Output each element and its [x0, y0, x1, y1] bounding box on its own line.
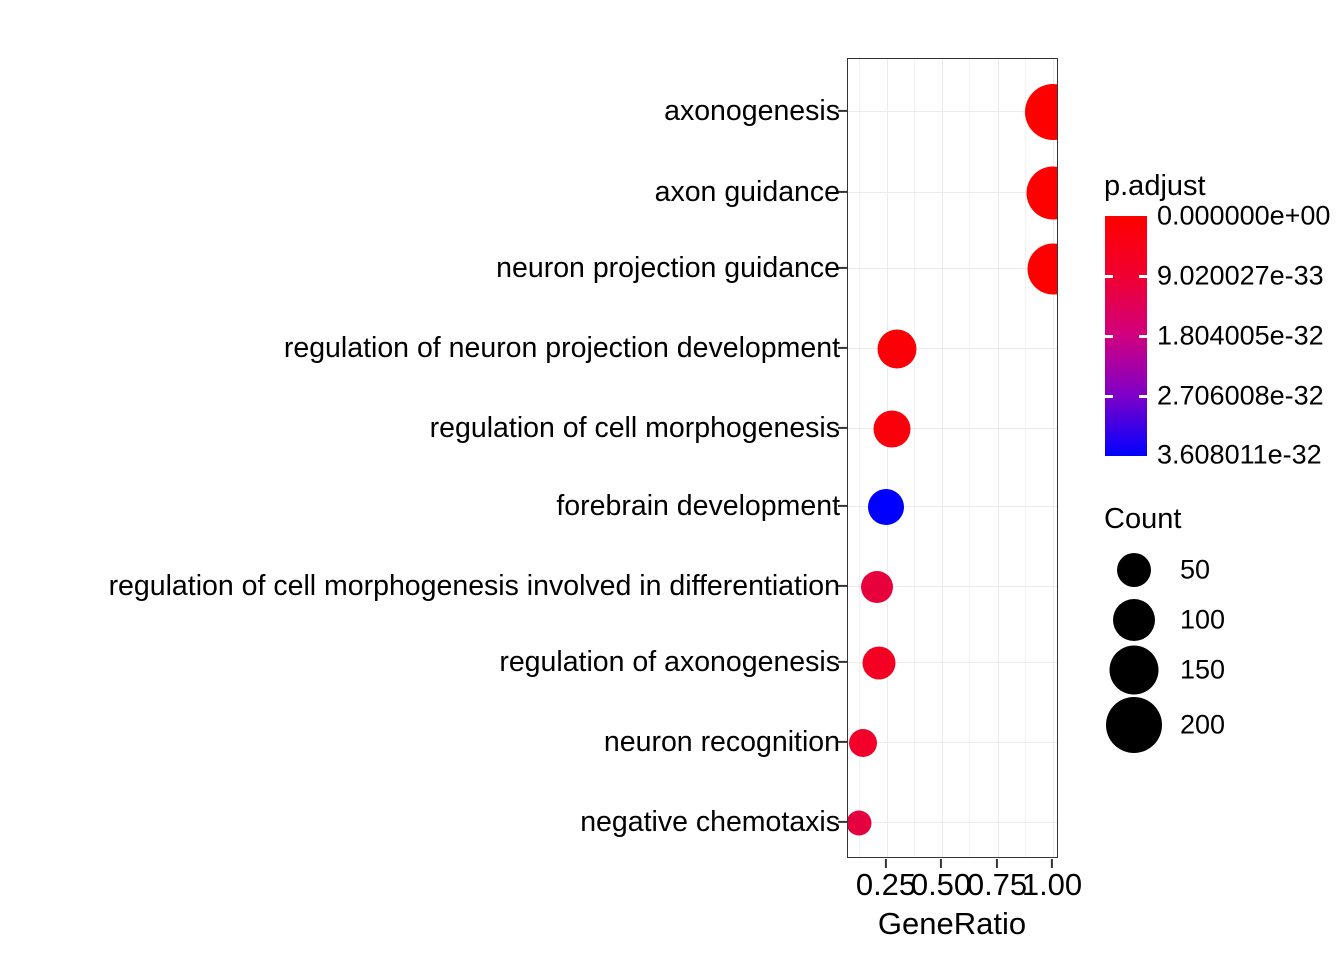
data-point[interactable] [1025, 84, 1057, 140]
gridline-vertical-minor [914, 59, 916, 857]
gridline-horizontal [848, 192, 1057, 194]
data-point[interactable] [861, 571, 893, 603]
y-axis-tick [838, 740, 847, 744]
colorbar-tick [1139, 275, 1147, 278]
y-axis-label-forebrain-development: forebrain development [556, 490, 840, 522]
x-axis-ticklabel-025: 0.25 [855, 867, 917, 902]
x-axis-tick [1050, 859, 1054, 868]
y-axis-tick [838, 426, 847, 430]
y-axis-label-axonogenesis: axonogenesis [664, 95, 840, 127]
y-axis-label-negative-chemotaxis: negative chemotaxis [580, 806, 840, 838]
gridline-vertical-minor [969, 59, 971, 857]
x-axis-ticklabel-100: 1.00 [1021, 867, 1083, 902]
colorbar-label-1: 9.020027e-33 [1157, 260, 1324, 291]
y-axis-tick [838, 584, 847, 588]
gridline-vertical-major [886, 59, 888, 857]
gridline-vertical-major [1052, 59, 1054, 857]
gridline-horizontal [848, 428, 1057, 430]
gridline-horizontal [848, 268, 1057, 270]
size-key-100 [1113, 599, 1155, 641]
gridline-vertical-minor [1025, 59, 1027, 857]
gridline-horizontal [848, 586, 1057, 588]
colorbar-label-2: 1.804005e-32 [1157, 320, 1324, 351]
x-axis-tick [995, 859, 999, 868]
data-point[interactable] [873, 410, 911, 448]
data-point[interactable] [1027, 243, 1057, 295]
size-key-50 [1117, 553, 1151, 587]
colorbar-tick [1105, 275, 1113, 278]
y-axis-label-regulation-axonogenesis: regulation of axonogenesis [499, 646, 840, 678]
x-axis-tick [884, 859, 888, 868]
size-key-200 [1106, 697, 1162, 753]
data-point[interactable] [848, 810, 872, 836]
y-axis-tick [838, 346, 847, 350]
x-axis-tick [939, 859, 943, 868]
data-point[interactable] [877, 329, 917, 369]
y-axis-label-neuron-projection-guidance: neuron projection guidance [496, 252, 840, 284]
colorbar-label-0: 0.000000e+00 [1157, 200, 1331, 231]
y-axis-label-regulation-neuron-projection-development: regulation of neuron projection developm… [283, 332, 840, 364]
gridline-horizontal [848, 822, 1057, 824]
gridline-vertical-minor [859, 59, 861, 857]
x-axis-title: GeneRatio [877, 906, 1027, 941]
size-key-150 [1109, 645, 1159, 695]
gridline-horizontal [848, 662, 1057, 664]
gridline-horizontal [848, 348, 1057, 350]
y-axis-tick [838, 504, 847, 508]
gridline-horizontal [848, 111, 1057, 113]
data-point[interactable] [849, 729, 877, 757]
data-point[interactable] [868, 489, 904, 525]
x-axis-ticklabel-050: 0.50 [910, 867, 972, 902]
x-axis-ticklabel-075: 0.75 [966, 867, 1028, 902]
colorbar-label-3: 2.706008e-32 [1157, 380, 1324, 411]
gridline-vertical-major [941, 59, 943, 857]
y-axis-label-regulation-cell-morphogenesis: regulation of cell morphogenesis [429, 412, 840, 444]
gridline-horizontal [848, 506, 1057, 508]
colorbar-tick [1139, 335, 1147, 338]
colorbar-padjust [1105, 216, 1147, 456]
y-axis-label-axon-guidance: axon guidance [654, 176, 840, 208]
y-axis-label-neuron-recognition: neuron recognition [603, 726, 840, 758]
y-axis-tick [838, 820, 847, 824]
plot-panel [847, 58, 1058, 858]
colorbar-label-4: 3.608011e-32 [1157, 439, 1322, 470]
gridline-vertical-major [997, 59, 999, 857]
colorbar-tick [1105, 395, 1113, 398]
y-axis-label-regulation-cell-morphogenesis-differentiation: regulation of cell morphogenesis involve… [108, 570, 840, 602]
legend-count-title: Count [1104, 503, 1182, 535]
data-point[interactable] [1026, 166, 1057, 220]
y-axis-tick [838, 660, 847, 664]
y-axis-tick [838, 266, 847, 270]
colorbar-tick [1139, 395, 1147, 398]
size-legend-label-200: 200 [1180, 709, 1226, 740]
data-point[interactable] [862, 646, 896, 680]
legend-padjust-title: p.adjust [1104, 170, 1206, 202]
y-axis-tick [838, 109, 847, 113]
size-legend-label-150: 150 [1180, 654, 1226, 685]
size-legend-label-50: 50 [1180, 554, 1211, 585]
y-axis-tick [838, 190, 847, 194]
gridline-horizontal [848, 742, 1057, 744]
size-legend-label-100: 100 [1180, 604, 1226, 635]
colorbar-tick [1105, 335, 1113, 338]
